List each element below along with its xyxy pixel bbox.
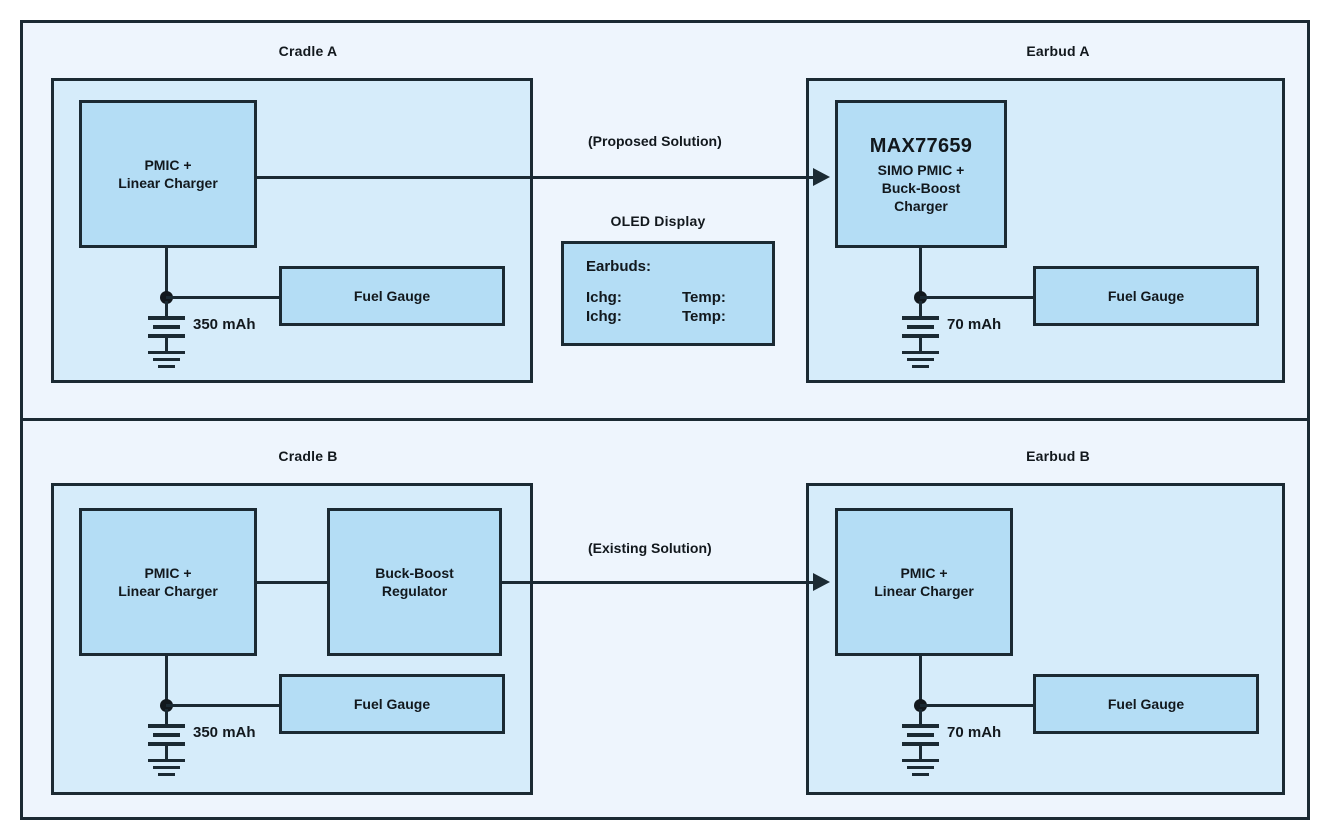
block-line-1: Buck-Boost — [375, 564, 454, 581]
wire-cradle-b-battery-drop — [165, 654, 168, 706]
block-line-2: Linear Charger — [874, 583, 974, 599]
block-line-1: Fuel Gauge — [1107, 695, 1185, 712]
block-line-1: Fuel Gauge — [1107, 287, 1185, 304]
battery-plate-long-eb — [902, 724, 939, 728]
panel-divider — [23, 418, 1307, 421]
battery-plate-short-ea — [907, 325, 934, 329]
ground-plate-1-b — [148, 759, 185, 762]
wire-earbud-a-fuel-gauge — [920, 296, 1035, 299]
ground-plate-2-a — [153, 358, 180, 361]
block-cradle-a-pmic[interactable]: PMIC + Linear Charger — [79, 100, 257, 248]
title-earbud-b: Earbud B — [1026, 448, 1090, 464]
wire-earbud-a-battery-stem — [919, 301, 922, 317]
oled-row-2-ichg: Ichg: — [586, 308, 622, 325]
label-earbud-a-capacity: 70 mAh — [947, 316, 1002, 333]
ground-plate-3-b — [158, 773, 175, 776]
battery-plate-long-ea — [902, 316, 939, 320]
title-cradle-b: Cradle B — [278, 448, 338, 464]
oled-row-2-temp: Temp: — [682, 308, 726, 325]
wire-cradle-a-fuel-gauge — [166, 296, 281, 299]
wire-cradle-a-battery-drop — [165, 246, 168, 298]
block-line-2: Linear Charger — [118, 175, 218, 191]
label-earbud-b-capacity: 70 mAh — [947, 724, 1002, 741]
wire-earbud-a-battery-drop — [919, 246, 922, 298]
wire-earbud-a-ground-stem — [919, 336, 922, 352]
block-line-1: MAX77659 — [869, 134, 973, 157]
title-oled-display: OLED Display — [610, 213, 706, 229]
ground-plate-2-b — [153, 766, 180, 769]
title-earbud-a: Earbud A — [1026, 43, 1090, 59]
block-line-1: PMIC + — [144, 564, 192, 581]
battery-plate-long-a — [148, 316, 185, 320]
battery-plate-long-b — [148, 724, 185, 728]
diagram-frame: Cradle A Earbud A PMIC + Linear Charger … — [20, 20, 1310, 820]
wire-earbud-b-battery-drop — [919, 654, 922, 706]
wire-cradle-b-pmic-to-regulator — [254, 581, 330, 584]
block-line-2: Linear Charger — [118, 583, 218, 599]
block-line-4: Charger — [894, 198, 948, 215]
label-cradle-b-capacity: 350 mAh — [193, 724, 256, 741]
oled-display-panel: Earbuds: Ichg: Temp: Ichg: Temp: — [561, 241, 775, 346]
battery-plate-short-eb — [907, 733, 934, 737]
ground-plate-3-ea — [912, 365, 929, 368]
wire-earbud-b-battery-stem — [919, 709, 922, 725]
block-cradle-b-regulator[interactable]: Buck-Boost Regulator — [327, 508, 502, 656]
wire-cradle-b-fuel-gauge — [166, 704, 281, 707]
wire-proposed-solution — [254, 176, 815, 179]
block-line-1: Fuel Gauge — [353, 287, 431, 304]
oled-row-1-ichg: Ichg: — [586, 289, 622, 306]
label-proposed-solution: (Proposed Solution) — [588, 133, 722, 149]
battery-plate-short-a — [153, 325, 180, 329]
block-line-2: Regulator — [381, 583, 448, 599]
wire-existing-solution — [499, 581, 815, 584]
oled-row-1: Ichg: Temp: — [586, 289, 772, 306]
wire-cradle-b-battery-stem — [165, 709, 168, 725]
oled-row-2: Ichg: Temp: — [586, 308, 772, 325]
arrow-head-proposed-solution — [813, 168, 830, 186]
arrow-head-existing-solution — [813, 573, 830, 591]
ground-plate-1-ea — [902, 351, 939, 354]
battery-plate-short-b — [153, 733, 180, 737]
wire-cradle-a-ground-stem — [165, 336, 168, 352]
block-cradle-b-pmic[interactable]: PMIC + Linear Charger — [79, 508, 257, 656]
block-earbud-b-pmic[interactable]: PMIC + Linear Charger — [835, 508, 1013, 656]
wire-earbud-b-fuel-gauge — [920, 704, 1035, 707]
oled-row-1-temp: Temp: — [682, 289, 726, 306]
label-existing-solution: (Existing Solution) — [588, 540, 712, 556]
oled-header: Earbuds: — [586, 258, 652, 275]
block-line-1: PMIC + — [900, 564, 948, 581]
block-cradle-b-fuel-gauge[interactable]: Fuel Gauge — [279, 674, 505, 734]
wire-cradle-a-battery-stem — [165, 301, 168, 317]
block-line-2: SIMO PMIC + — [877, 161, 965, 178]
ground-plate-1-eb — [902, 759, 939, 762]
block-earbud-b-fuel-gauge[interactable]: Fuel Gauge — [1033, 674, 1259, 734]
label-cradle-a-capacity: 350 mAh — [193, 316, 256, 333]
title-cradle-a: Cradle A — [278, 43, 338, 59]
ground-plate-3-eb — [912, 773, 929, 776]
ground-plate-3-a — [158, 365, 175, 368]
ground-plate-2-eb — [907, 766, 934, 769]
wire-cradle-b-ground-stem — [165, 744, 168, 760]
block-line-1: Fuel Gauge — [353, 695, 431, 712]
ground-plate-2-ea — [907, 358, 934, 361]
block-earbud-a-max77659[interactable]: MAX77659 SIMO PMIC + Buck-Boost Charger — [835, 100, 1007, 248]
block-earbud-a-fuel-gauge[interactable]: Fuel Gauge — [1033, 266, 1259, 326]
block-line-3: Buck-Boost — [881, 179, 961, 196]
ground-plate-1-a — [148, 351, 185, 354]
block-cradle-a-fuel-gauge[interactable]: Fuel Gauge — [279, 266, 505, 326]
wire-earbud-b-ground-stem — [919, 744, 922, 760]
block-line-1: PMIC + — [144, 156, 192, 173]
